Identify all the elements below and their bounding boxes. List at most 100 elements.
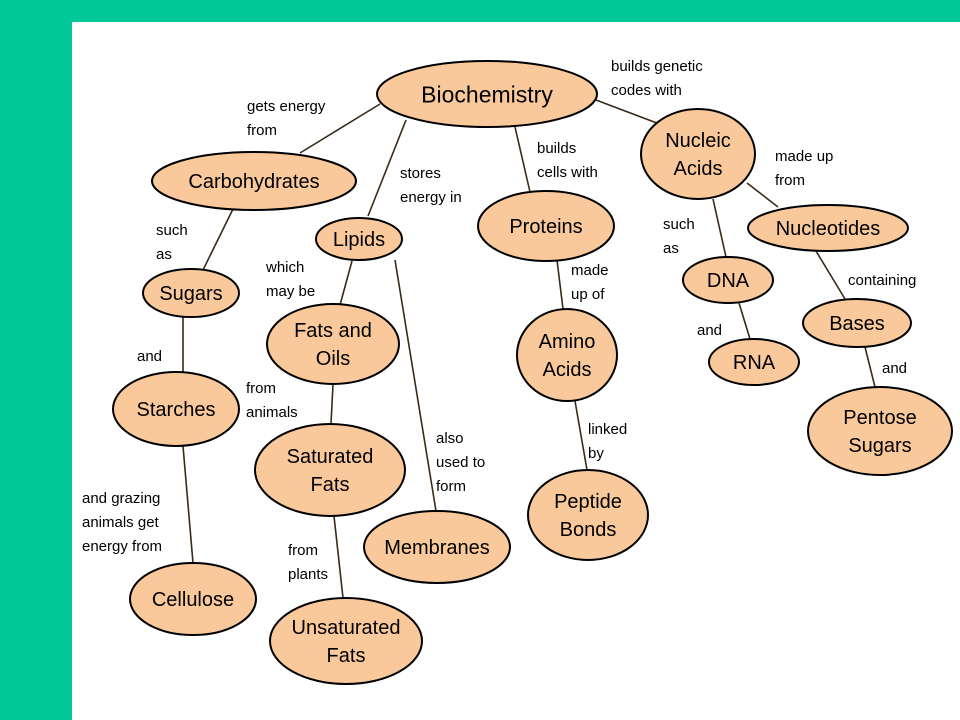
node-rna: RNA: [708, 338, 800, 386]
node-label: Oils: [316, 348, 350, 370]
node-label: Proteins: [509, 216, 582, 238]
link-label-containing: containing: [848, 272, 916, 289]
node-ellipse: [269, 597, 423, 685]
node-ellipse: [151, 151, 357, 211]
node-ellipse: [315, 217, 403, 261]
node-label: Saturated: [287, 446, 374, 468]
connector-line: [864, 346, 876, 388]
connector-line: [367, 119, 407, 217]
connector-line: [712, 198, 727, 258]
node-ellipse: [266, 303, 400, 385]
link-label-and-2: and: [697, 322, 722, 339]
node-ellipse: [747, 204, 909, 252]
node-ellipse: [527, 469, 649, 561]
connector-lines: [182, 99, 876, 599]
node-label: Fats: [311, 474, 350, 496]
node-label: Biochemistry: [421, 81, 553, 107]
node-lipids: Lipids: [315, 217, 403, 261]
node-membranes: Membranes: [363, 510, 511, 584]
connector-line: [299, 103, 381, 154]
node-ellipse: [363, 510, 511, 584]
node-dna: DNA: [682, 256, 774, 304]
node-label: Carbohydrates: [188, 171, 319, 193]
node-label: Bases: [829, 313, 885, 335]
node-ellipse: [802, 298, 912, 348]
node-sugars: Sugars: [142, 268, 240, 318]
node-label: RNA: [733, 352, 776, 374]
node-label: Acids: [674, 158, 723, 180]
node-ellipse: [129, 562, 257, 636]
node-label: DNA: [707, 270, 750, 292]
node-label: Acids: [543, 359, 592, 381]
node-biochemistry: Biochemistry: [376, 60, 598, 128]
connector-line: [746, 182, 779, 208]
node-proteins: Proteins: [477, 190, 615, 262]
node-ellipse: [640, 108, 756, 200]
node-ellipse: [477, 190, 615, 262]
connector-line: [330, 383, 334, 425]
connector-line: [738, 302, 751, 340]
connector-line: [514, 126, 531, 193]
link-label-and-1: and: [137, 348, 162, 365]
node-cellulose: Cellulose: [129, 562, 257, 636]
node-label: Pentose: [843, 407, 916, 429]
node-label: Nucleotides: [776, 218, 881, 240]
node-starches: Starches: [112, 371, 240, 447]
node-label: Cellulose: [152, 589, 234, 611]
node-nucleotides: Nucleotides: [747, 204, 909, 252]
node-ellipse: [254, 423, 406, 517]
node-label: Fats and: [294, 320, 372, 342]
node-ellipse: [708, 338, 800, 386]
node-label: Bonds: [560, 519, 617, 541]
node-ellipse: [807, 386, 953, 476]
node-ellipse: [682, 256, 774, 304]
node-ellipse: [376, 60, 598, 128]
connector-line: [815, 250, 846, 300]
node-label: Peptide: [554, 491, 622, 513]
connector-line: [394, 259, 437, 512]
node-ellipse: [112, 371, 240, 447]
connector-line: [182, 445, 194, 564]
connector-line: [202, 208, 234, 271]
node-label: Sugars: [848, 435, 911, 457]
node-label: Nucleic: [665, 130, 731, 152]
node-ellipse: [516, 308, 618, 402]
node-label: Sugars: [159, 283, 222, 305]
connector-line: [556, 259, 564, 310]
connector-line: [333, 515, 344, 599]
link-label-and-3: and: [882, 360, 907, 377]
node-bases: Bases: [802, 298, 912, 348]
connector-line: [339, 260, 353, 306]
node-label: Fats: [327, 645, 366, 667]
node-label: Amino: [539, 331, 596, 353]
node-label: Membranes: [384, 537, 490, 559]
node-label: Starches: [137, 399, 216, 421]
node-ellipse: [142, 268, 240, 318]
node-label: Unsaturated: [292, 617, 401, 639]
node-label: Lipids: [333, 229, 385, 251]
